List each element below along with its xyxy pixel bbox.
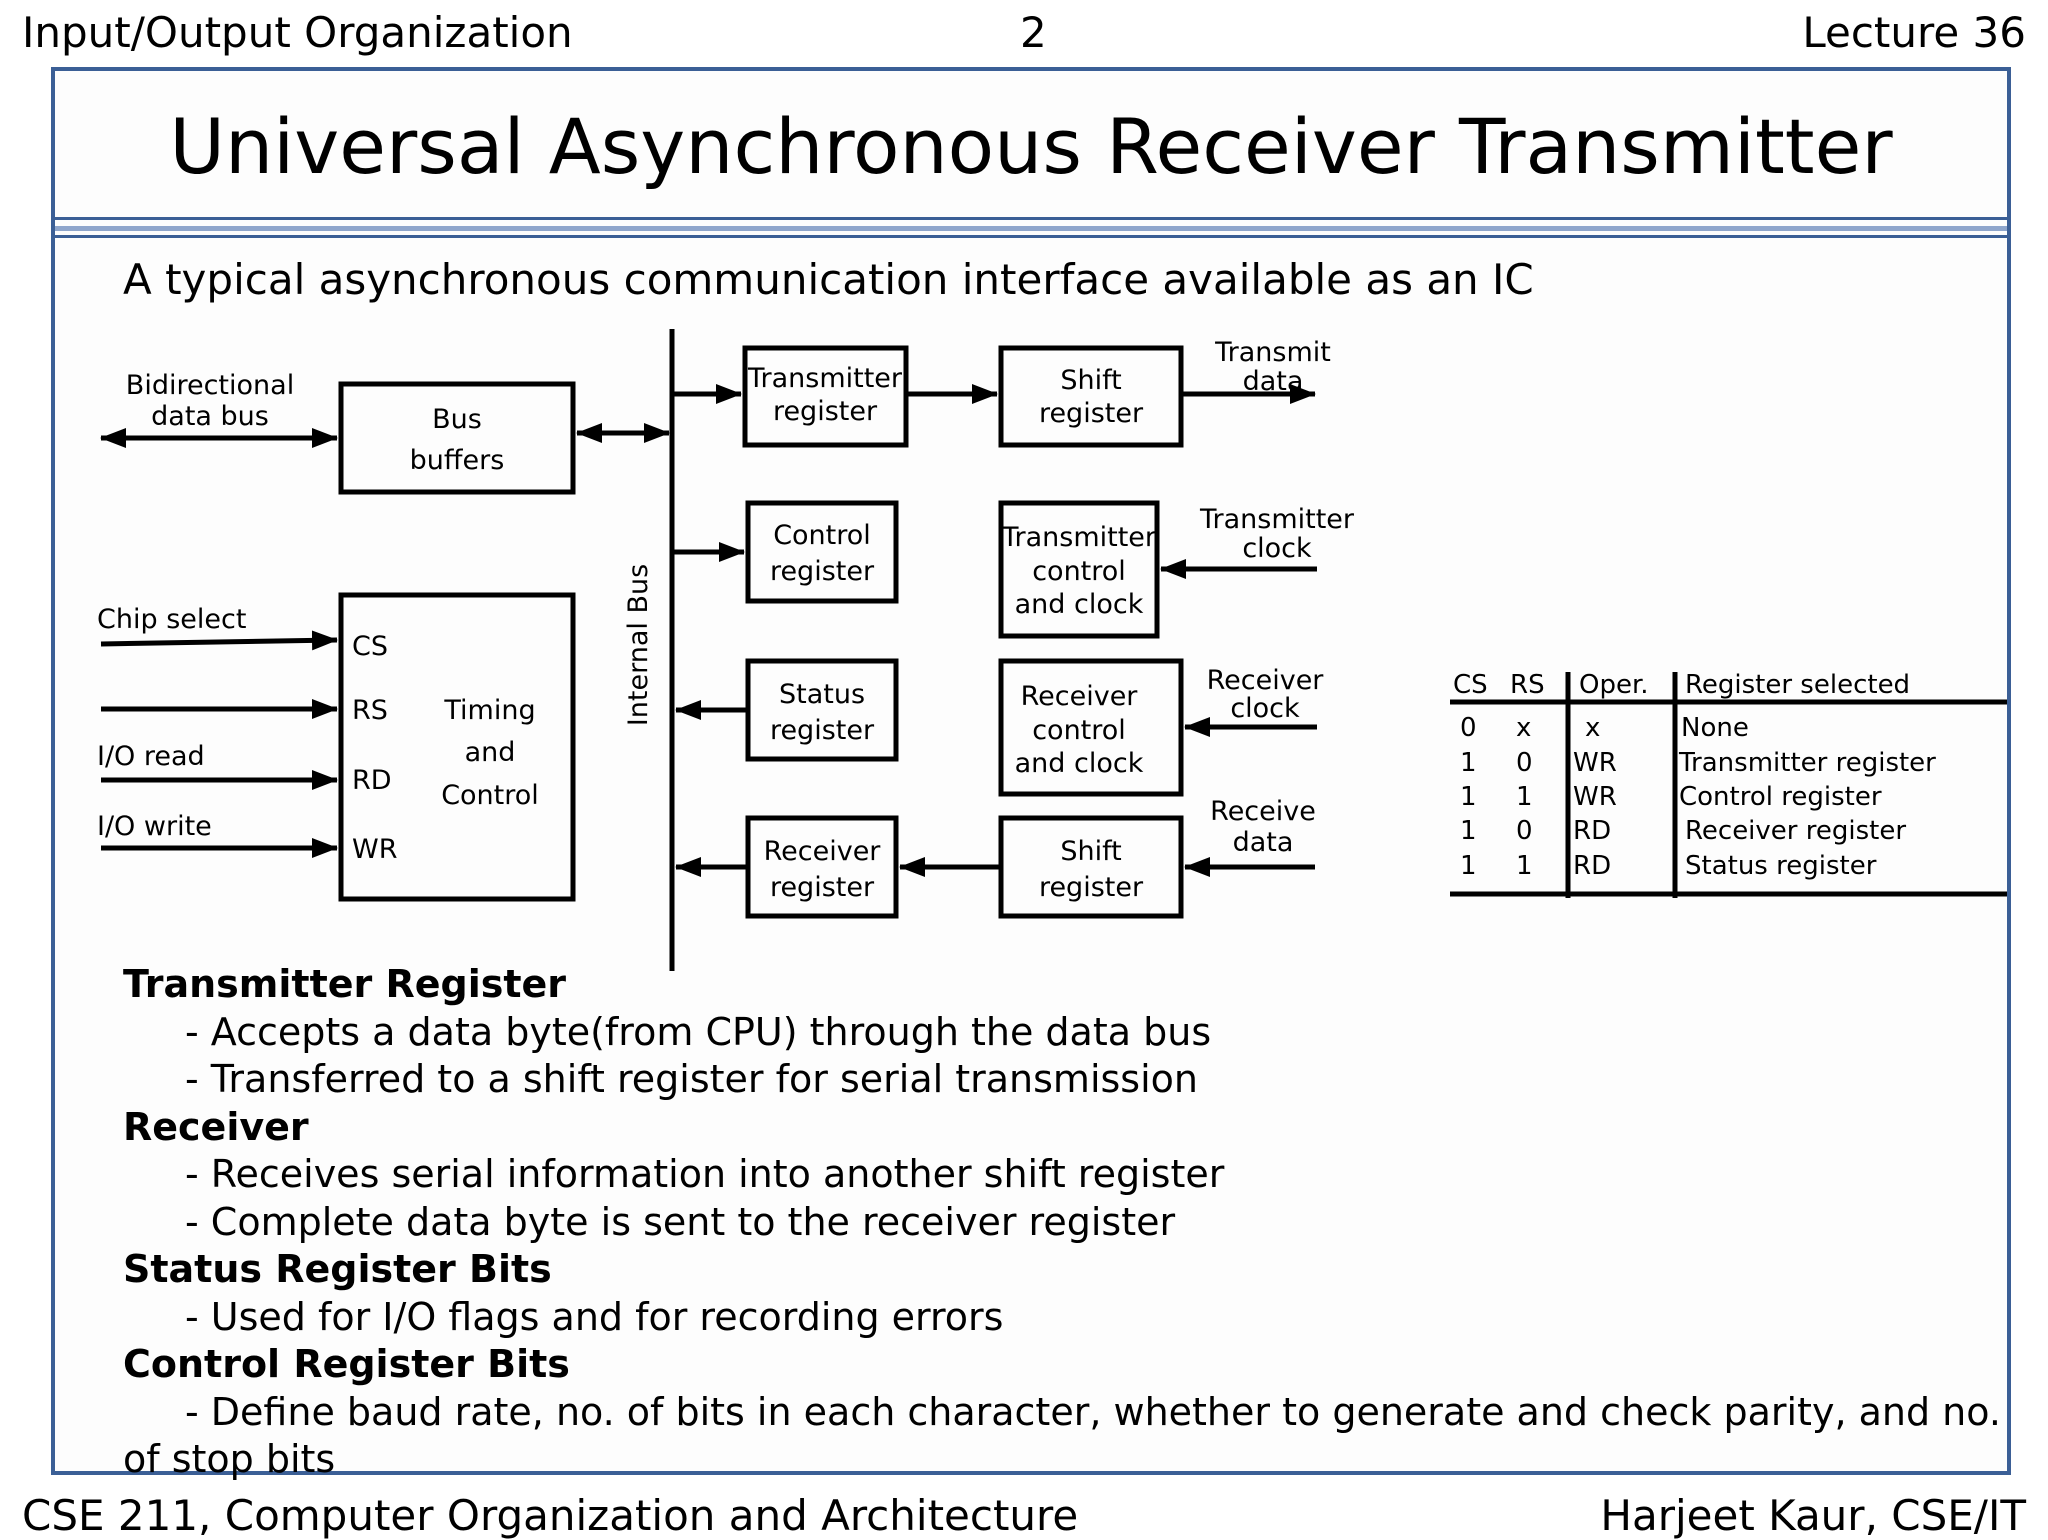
transmit-data-label-1: Transmit: [1214, 337, 1331, 368]
table-cell: None: [1681, 713, 1749, 743]
chip-select-label: Chip select: [97, 604, 246, 635]
uart-block-diagram: Bidirectional data bus Chip select I/O r…: [97, 329, 2007, 971]
bus-buffers-box: [338, 381, 576, 495]
receiver-control-label-1: Receiver: [1021, 681, 1139, 712]
bidir-bus-label-1: Bidirectional: [126, 370, 294, 401]
header-page-number: 2: [1020, 8, 1047, 57]
receiver-register-label-2: register: [770, 872, 875, 903]
io-read-label: I/O read: [97, 741, 205, 772]
transmitter-clock-label-1: Transmitter: [1199, 504, 1355, 535]
table-header-rs: RS: [1510, 670, 1545, 700]
transmitter-clock-label-2: clock: [1242, 533, 1312, 564]
table-cell: 1: [1460, 748, 1477, 778]
table-cell: WR: [1573, 782, 1617, 812]
table-cell: 0: [1516, 748, 1533, 778]
title-rule: [55, 217, 2007, 220]
section-heading: Transmitter Register: [123, 962, 567, 1006]
table-cell: 1: [1516, 851, 1533, 881]
slide-title: Universal Asynchronous Receiver Transmit…: [169, 102, 1893, 191]
title-rule-middle: [55, 226, 2007, 231]
header-lecture-number: Lecture 36: [1802, 8, 2026, 57]
section-line: - Transferred to a shift register for se…: [185, 1057, 1198, 1101]
transmitter-control-label-3: and clock: [1015, 589, 1144, 620]
section-heading: Status Register Bits: [123, 1247, 552, 1291]
slide-frame: Universal Asynchronous Receiver Transmit…: [51, 67, 2011, 1481]
pin-wr-label: WR: [352, 834, 397, 865]
receiver-control-label-2: control: [1032, 715, 1126, 746]
section-line: - Used for I/O flags and for recording e…: [185, 1294, 1004, 1339]
bus-buffers-label-2: buffers: [410, 445, 505, 476]
header-course-topic: Input/Output Organization: [22, 8, 573, 57]
bidir-bus-label-2: data bus: [151, 401, 269, 432]
section-line: - Receives serial information into anoth…: [185, 1152, 1225, 1196]
table-cell: RD: [1573, 851, 1611, 881]
shift-register-tx-label-1: Shift: [1060, 365, 1121, 396]
transmitter-control-box: [998, 500, 1160, 639]
footer-course-name: CSE 211, Computer Organization and Archi…: [22, 1491, 1079, 1540]
shift-register-rx-label-2: register: [1039, 872, 1144, 903]
section-line: - Complete data byte is sent to the rece…: [185, 1199, 1176, 1244]
table-cell: WR: [1573, 748, 1617, 778]
pin-rd-label: RD: [352, 765, 392, 796]
table-cell: 1: [1516, 782, 1533, 812]
receiver-clock-label-2: clock: [1230, 693, 1300, 724]
shift-register-tx-box: [998, 345, 1184, 448]
timing-label-1: Timing: [443, 695, 535, 726]
description-list: Transmitter Register - Accepts a data by…: [123, 961, 2003, 1484]
bus-buffers-label-1: Bus: [432, 404, 482, 435]
receiver-register-label-1: Receiver: [764, 836, 882, 867]
table-cell: 1: [1460, 782, 1477, 812]
table-cell: x: [1516, 713, 1531, 743]
table-cell: RD: [1573, 816, 1611, 846]
control-register-label-2: register: [770, 556, 875, 587]
register-select-table: CS RS Oper. Register selected 0 x x None…: [1450, 670, 2007, 898]
control-register-label-1: Control: [773, 520, 871, 551]
table-cell: 1: [1460, 851, 1477, 881]
table-cell: Transmitter register: [1678, 748, 1936, 778]
shift-register-rx-label-1: Shift: [1060, 836, 1121, 867]
receiver-control-box: [998, 658, 1184, 797]
status-register-label-2: register: [770, 715, 875, 746]
status-register-label-1: Status: [779, 679, 865, 710]
transmitter-register-label-2: register: [773, 396, 878, 427]
section-line: - Define baud rate, no. of bits in each …: [123, 1389, 2001, 1482]
timing-label-3: Control: [441, 780, 539, 811]
control-register-box: [745, 500, 899, 604]
section-heading: Receiver: [123, 1104, 309, 1149]
timing-label-2: and: [465, 737, 516, 768]
io-write-label: I/O write: [97, 811, 212, 842]
footer-author: Harjeet Kaur, CSE/IT: [1600, 1491, 2026, 1540]
receiver-control-label-3: and clock: [1015, 748, 1144, 779]
slide-subtitle: A typical asynchronous communication int…: [123, 255, 1534, 304]
section-heading: Control Register Bits: [123, 1342, 570, 1386]
table-header-cs: CS: [1453, 670, 1488, 700]
pin-rs-label: RS: [352, 695, 388, 726]
table-cell: 0: [1460, 713, 1477, 743]
timing-control-box: [338, 592, 576, 902]
transmit-data-label-2: data: [1243, 366, 1304, 397]
table-cell: 0: [1516, 816, 1533, 846]
internal-bus-label: Internal Bus: [623, 564, 654, 726]
table-cell: 1: [1460, 816, 1477, 846]
table-cell: Status register: [1685, 851, 1877, 881]
transmitter-register-label-1: Transmitter: [747, 363, 903, 394]
table-cell: Control register: [1679, 782, 1882, 812]
receive-data-label-2: data: [1233, 827, 1294, 858]
table-header-register: Register selected: [1685, 670, 1910, 700]
transmitter-control-label-2: control: [1032, 556, 1126, 587]
receiver-clock-label-1: Receiver: [1207, 665, 1325, 696]
pin-cs-label: CS: [352, 631, 388, 662]
shift-register-tx-label-2: register: [1039, 398, 1144, 429]
section-line: - Accepts a data byte(from CPU) through …: [185, 1009, 1212, 1054]
chip-select-arrow: [100, 630, 338, 651]
receive-data-label-1: Receive: [1210, 796, 1316, 827]
transmitter-control-label-1: Transmitter: [1001, 522, 1157, 553]
table-cell: x: [1585, 713, 1600, 743]
table-header-oper: Oper.: [1579, 670, 1649, 700]
title-rule-bottom: [55, 235, 2007, 238]
table-cell: Receiver register: [1685, 816, 1906, 846]
